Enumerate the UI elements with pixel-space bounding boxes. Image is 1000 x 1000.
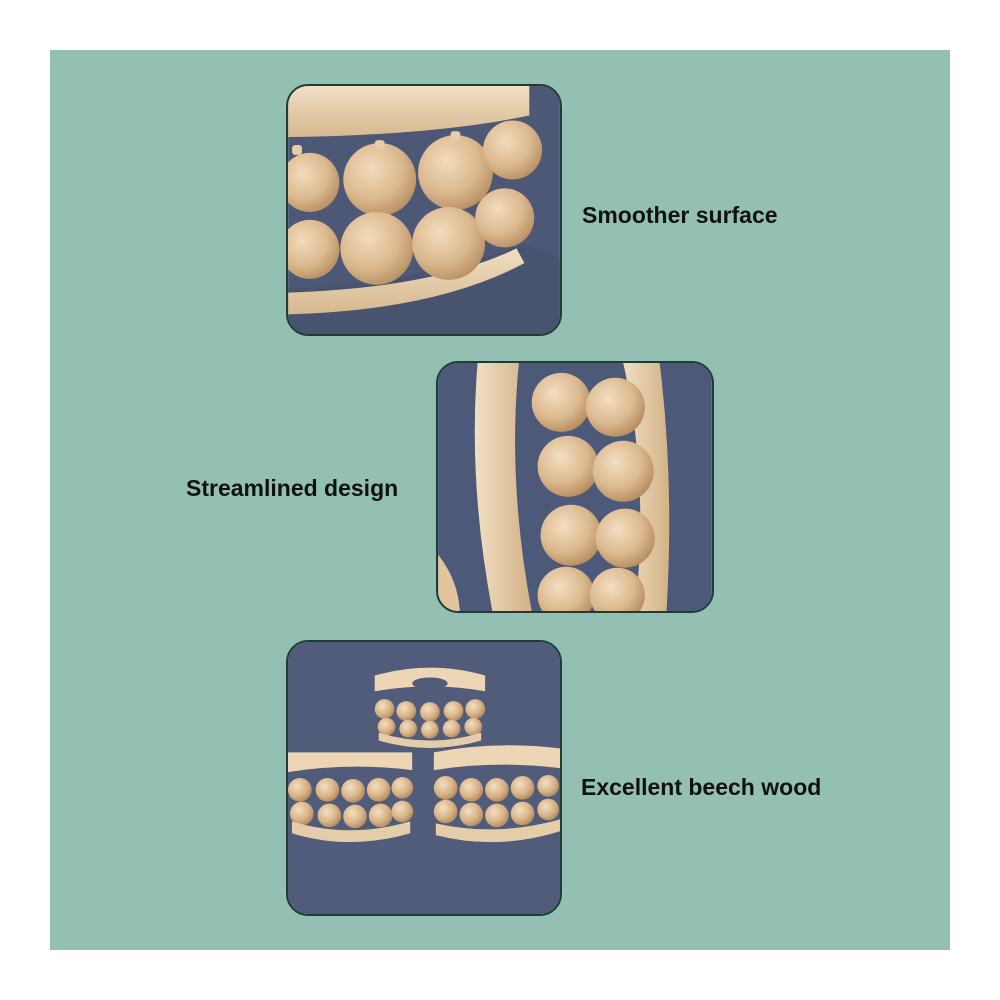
feature-caption-smoother-surface: Smoother surface: [582, 202, 778, 228]
wood-roller-side-photo: [436, 361, 714, 613]
feature-panel: Smoother surface: [50, 50, 950, 950]
feature-caption-excellent-beech-wood: Excellent beech wood: [581, 774, 822, 800]
feature-caption-streamlined-design: Streamlined design: [186, 475, 399, 501]
wood-roller-closeup-photo: [286, 84, 562, 336]
three-wood-rollers-photo: [286, 640, 562, 916]
